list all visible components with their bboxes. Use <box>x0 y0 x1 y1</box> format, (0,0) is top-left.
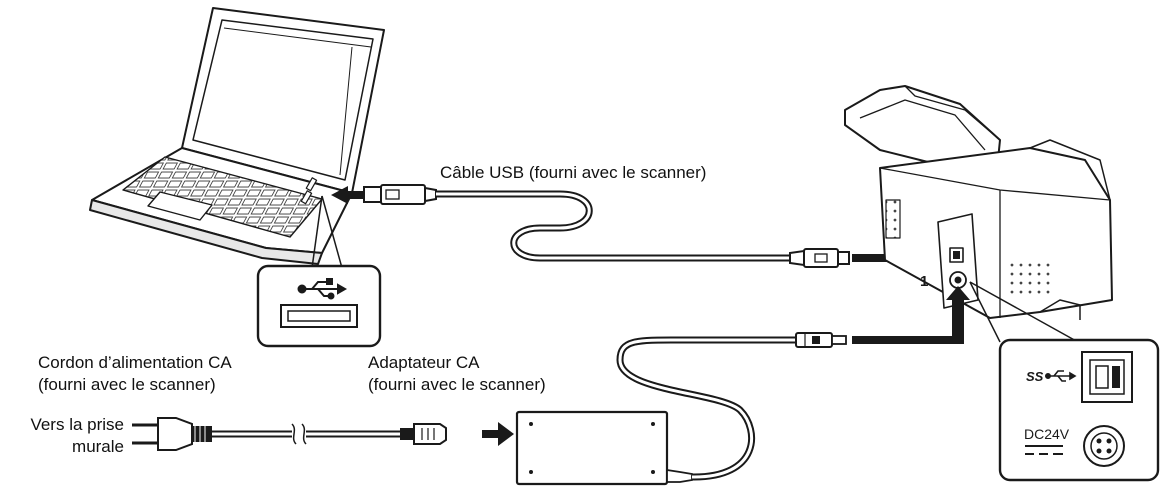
wall-outlet-label-line1: Vers la prise <box>30 415 124 434</box>
dc-voltage-mark: DC24V <box>1024 426 1070 442</box>
scanner-port-callout <box>969 281 1160 482</box>
arrow-to-scanner-power-icon <box>852 286 970 344</box>
arrow-to-laptop-icon <box>331 186 364 204</box>
adapter-label-line1: Adaptateur CA <box>368 353 480 372</box>
usb-cable <box>363 184 850 268</box>
power-cord-label-line1: Cordon d’alimentation CA <box>38 353 232 372</box>
laptop <box>89 7 385 265</box>
power-cord <box>132 417 447 451</box>
usb-ss-mark: SS <box>1026 369 1044 384</box>
usb-cable-label: Câble USB (fourni avec le scanner) <box>440 163 707 182</box>
adapter-label-line2: (fourni avec le scanner) <box>368 375 546 394</box>
port-number: 1 <box>920 273 928 290</box>
power-cord-label-line2: (fourni avec le scanner) <box>38 375 216 394</box>
ac-adapter <box>515 332 847 486</box>
arrow-to-adapter-icon <box>482 422 514 446</box>
scanner <box>844 85 1113 320</box>
wall-outlet-label-line2: murale <box>72 437 124 456</box>
laptop-usb-port-callout <box>256 195 382 348</box>
usb-superspeed-icon <box>1045 370 1077 382</box>
usb-symbol-icon <box>297 278 348 300</box>
